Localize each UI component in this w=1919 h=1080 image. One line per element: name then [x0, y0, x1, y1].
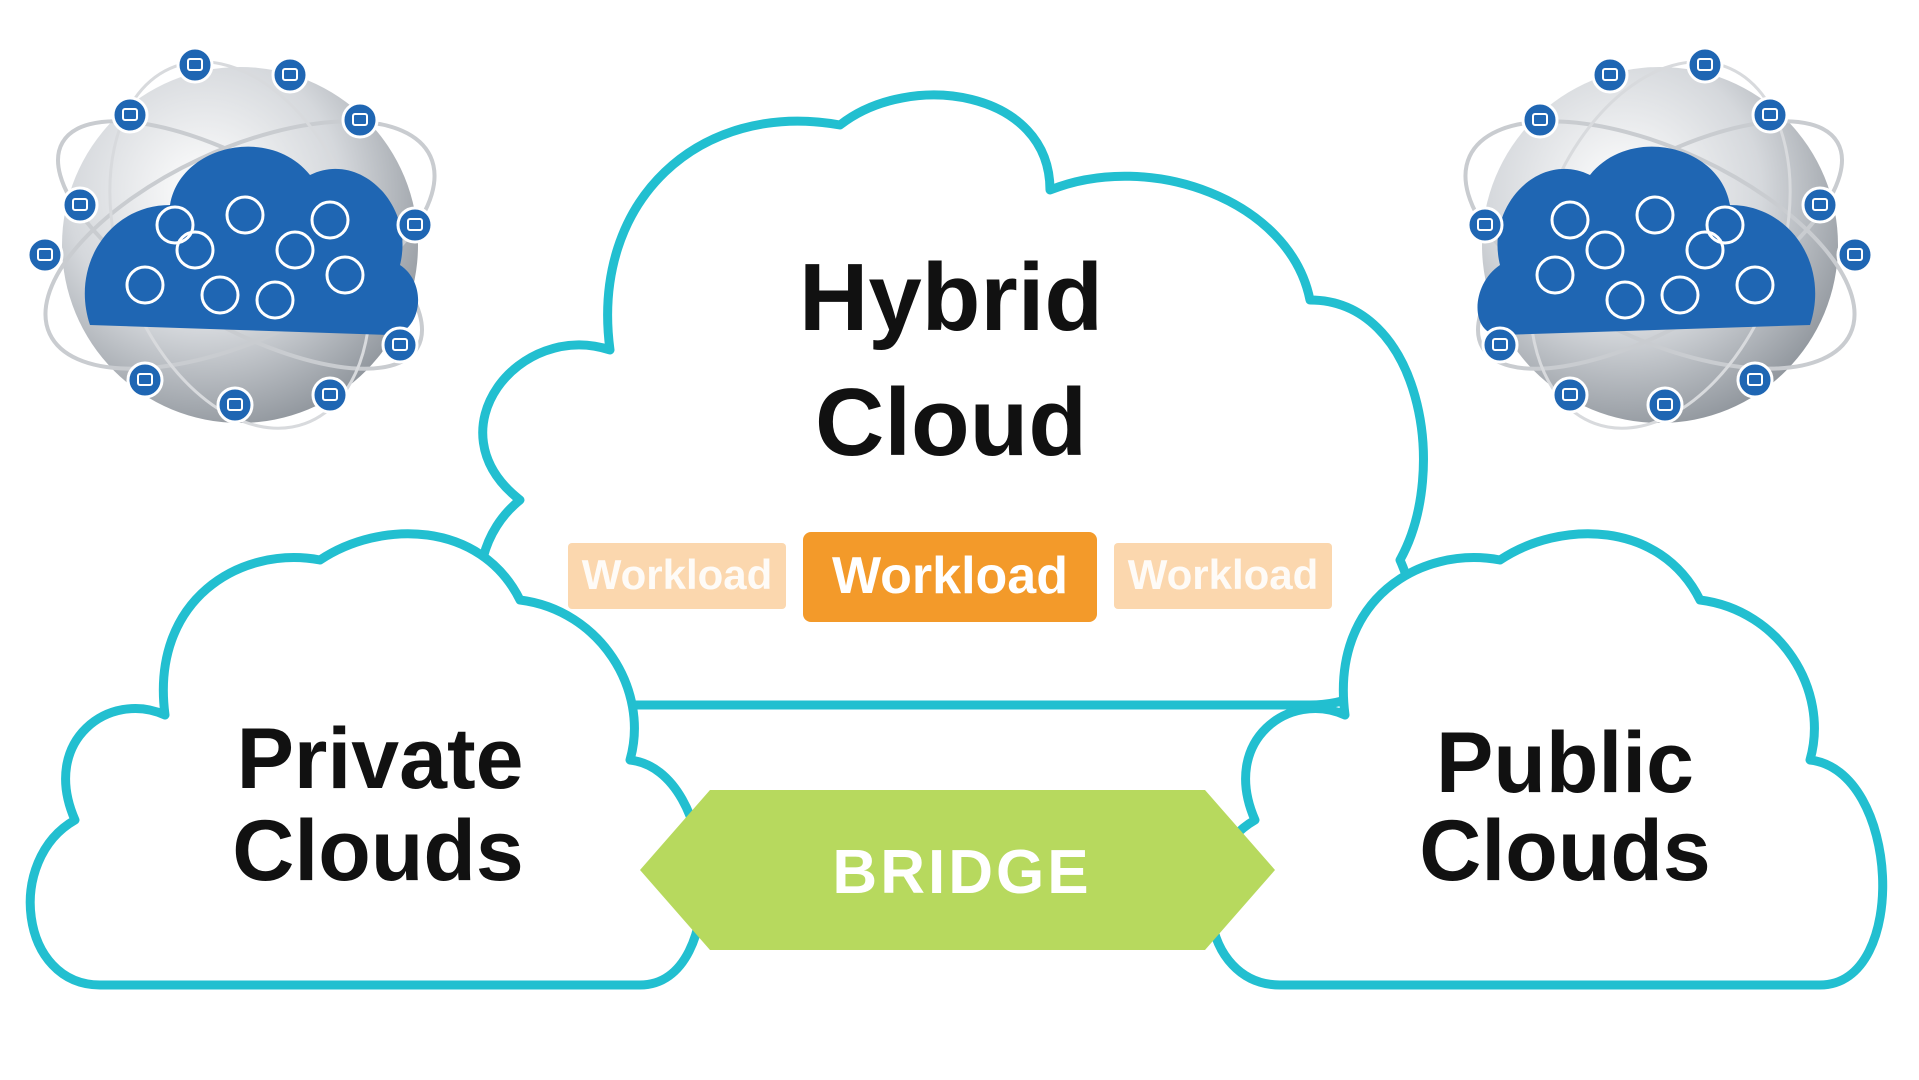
workload-faded-left: Workload [568, 543, 786, 609]
private-clouds-shape [25, 529, 708, 990]
hybrid-cloud-title-line1: Hybrid [799, 244, 1103, 351]
hybrid-cloud-title-line2: Cloud [815, 369, 1087, 476]
workload-faded-right-label: Workload [1128, 551, 1319, 598]
workload-active: Workload [803, 532, 1097, 622]
bridge-label: BRIDGE [832, 838, 1091, 907]
public-clouds-title-line2: Clouds [1419, 803, 1710, 899]
bridge-connector: BRIDGE [640, 790, 1275, 950]
public-clouds-title-line1: Public [1436, 715, 1694, 811]
private-clouds-title-line2: Clouds [232, 803, 523, 899]
private-clouds-title-line1: Private [237, 711, 524, 807]
cloud-network-globe-icon [1463, 46, 1874, 430]
workload-faded-right: Workload [1114, 543, 1332, 609]
workload-active-label: Workload [832, 547, 1068, 605]
public-clouds-shape [1205, 529, 1888, 990]
cloud-network-globe-icon [26, 46, 437, 430]
workload-faded-left-label: Workload [582, 551, 773, 598]
